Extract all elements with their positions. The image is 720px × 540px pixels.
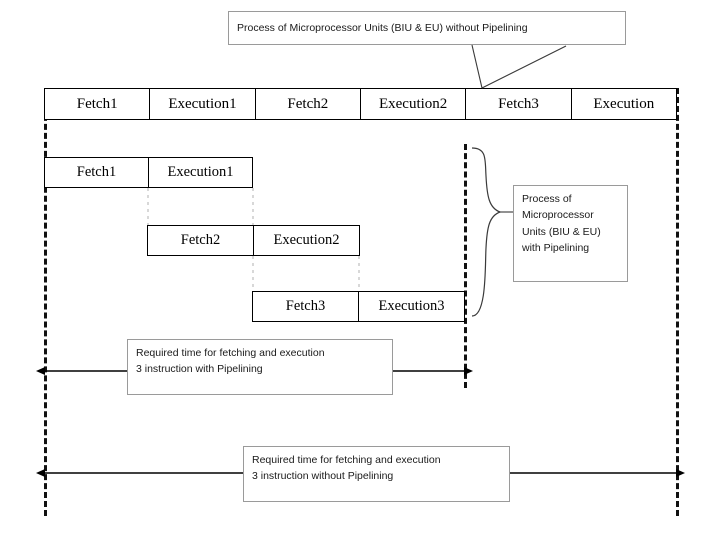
nonpipelined-end-dashed-rule (676, 88, 679, 516)
pipeline-cell-fetch2[interactable]: Fetch2 (148, 226, 254, 255)
pipeline-row-instruction-1: Fetch1 Execution1 (44, 157, 253, 188)
timeline-cell-execution3[interactable]: Execution (593, 95, 655, 112)
pipeline-cell-fetch3[interactable]: Fetch3 (253, 292, 359, 321)
label-required-time-with-pipelining-line-2: 3 instruction with Pipelining (136, 363, 263, 376)
timeline-cell-execution2[interactable]: Execution2 (361, 89, 467, 119)
callout-with-pipelining-line-1: Process of (522, 193, 572, 205)
timeline-cell-execution1[interactable]: Execution1 (150, 89, 256, 119)
callout-without-pipelining-text: Process of Microprocessor Units (BIU & E… (237, 21, 528, 34)
pipeline-cell-fetch1[interactable]: Fetch1 (45, 158, 149, 187)
label-required-time-without-pipelining: Required time for fetching and execution… (243, 446, 510, 502)
pipeline-cell-execution3[interactable]: Execution3 (378, 298, 445, 314)
pipeline-row-instruction-3: Fetch3 Execution3 (252, 291, 465, 322)
callout-without-pipelining: Process of Microprocessor Units (BIU & E… (228, 11, 626, 45)
timeline-cell-fetch3[interactable]: Fetch3 (466, 89, 572, 119)
timeline-cell-fetch1[interactable]: Fetch1 (45, 89, 151, 119)
label-required-time-without-pipelining-line-2: 3 instruction without Pipelining (252, 470, 394, 483)
label-required-time-with-pipelining: Required time for fetching and execution… (127, 339, 393, 395)
pipeline-cell-execution2[interactable]: Execution2 (273, 232, 340, 248)
callout-with-pipelining: Process of Microprocessor Units (BIU & E… (513, 185, 628, 282)
label-required-time-without-pipelining-line-1: Required time for fetching and execution (252, 454, 441, 466)
callout-with-pipelining-line-3: Units (BIU & EU) (522, 225, 601, 238)
time-origin-dashed-rule (44, 88, 47, 516)
callout-leader-without-pipelining (471, 44, 567, 89)
pipeline-cell-execution1[interactable]: Execution1 (167, 164, 234, 180)
callout-with-pipelining-line-2: Microprocessor (522, 209, 594, 222)
pipeline-row-instruction-2: Fetch2 Execution2 (147, 225, 360, 256)
pipelined-end-dashed-rule (464, 144, 467, 388)
callout-with-pipelining-line-4: with Pipelining (522, 241, 590, 254)
timeline-cell-fetch2[interactable]: Fetch2 (256, 89, 361, 119)
timeline-without-pipelining: Fetch1 Execution1 Fetch2 Execution2 Fetc… (44, 88, 677, 120)
brace-with-pipelining (471, 147, 513, 317)
label-required-time-with-pipelining-line-1: Required time for fetching and execution (136, 347, 325, 359)
